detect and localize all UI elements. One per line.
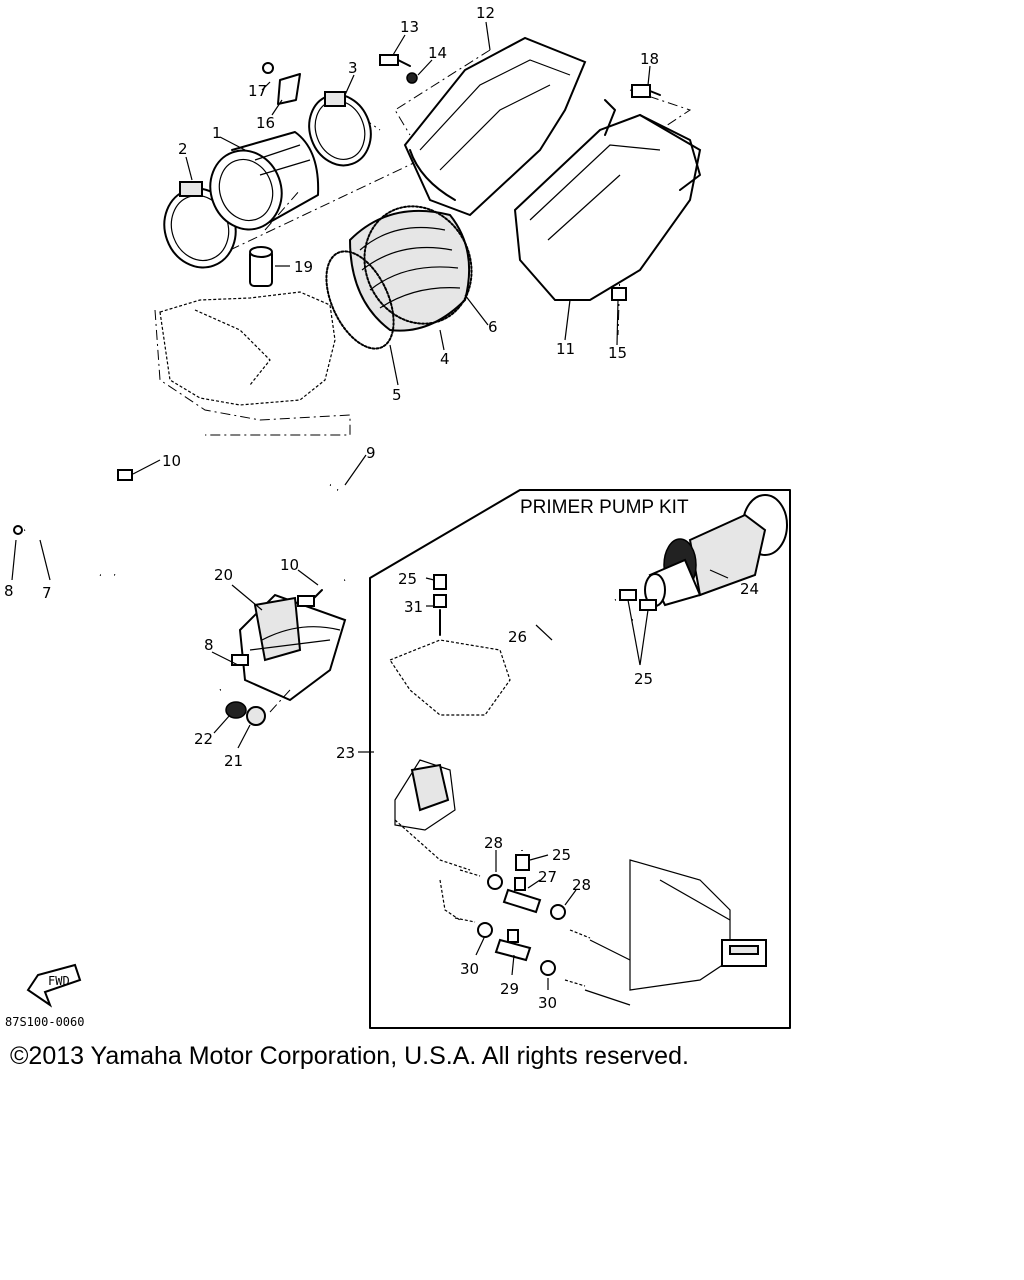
callout-28-left: 28 bbox=[484, 834, 503, 852]
callout-26: 26 bbox=[508, 628, 527, 646]
callout-6: 6 bbox=[488, 318, 498, 336]
kit-title: PRIMER PUMP KIT bbox=[520, 497, 689, 518]
callout-9: 9 bbox=[366, 444, 376, 462]
primer-pump-kit: PRIMER PUMP KIT bbox=[369, 489, 791, 1029]
callout-28-right: 28 bbox=[572, 876, 591, 894]
callout-5: 5 bbox=[392, 386, 402, 404]
callout-30-left: 30 bbox=[460, 960, 479, 978]
svg-text:FWD: FWD bbox=[48, 974, 70, 988]
callout-1: 1 bbox=[212, 124, 222, 142]
callout-21: 21 bbox=[224, 752, 243, 770]
air-cleaner-assembly bbox=[154, 36, 702, 436]
leader-lines bbox=[11, 21, 729, 990]
callout-22: 22 bbox=[194, 730, 213, 748]
copyright-notice: ©2013 Yamaha Motor Corporation, U.S.A. A… bbox=[10, 1042, 689, 1070]
callout-31: 31 bbox=[404, 598, 423, 616]
callout-8-left: 8 bbox=[4, 582, 14, 600]
callout-7: 7 bbox=[42, 584, 52, 602]
callout-14: 14 bbox=[428, 44, 447, 62]
callout-17: 17 bbox=[248, 82, 267, 100]
callout-10-upper: 10 bbox=[162, 452, 181, 470]
callout-29: 29 bbox=[500, 980, 519, 998]
callout-20: 20 bbox=[214, 566, 233, 584]
fwd-arrow-icon: FWD bbox=[26, 963, 82, 1008]
parts-diagram: PRIMER PUMP KIT bbox=[4, 4, 791, 1029]
callout-4: 4 bbox=[440, 350, 450, 368]
callout-27: 27 bbox=[538, 868, 557, 886]
callout-15: 15 bbox=[608, 344, 627, 362]
callout-8-valve: 8 bbox=[204, 636, 214, 654]
callout-13: 13 bbox=[400, 18, 419, 36]
callout-30-right: 30 bbox=[538, 994, 557, 1012]
callout-23: 23 bbox=[336, 744, 355, 762]
hose-assembly bbox=[13, 469, 396, 738]
callout-labels: 13 12 14 3 18 17 16 2 1 19 6 4 5 11 15 1… bbox=[4, 4, 759, 1012]
callout-25-right: 25 bbox=[634, 670, 653, 688]
callout-16: 16 bbox=[256, 114, 275, 132]
callout-10-lower: 10 bbox=[280, 556, 299, 574]
callout-25-bottom: 25 bbox=[552, 846, 571, 864]
callout-12: 12 bbox=[476, 4, 495, 22]
callout-18: 18 bbox=[640, 50, 659, 68]
callout-24: 24 bbox=[740, 580, 759, 598]
callout-25-top: 25 bbox=[398, 570, 417, 588]
callout-11: 11 bbox=[556, 340, 575, 358]
callout-19: 19 bbox=[294, 258, 313, 276]
callout-2: 2 bbox=[178, 140, 188, 158]
callout-3: 3 bbox=[348, 59, 358, 77]
drawing-code: 87S100-0060 bbox=[5, 1015, 84, 1029]
